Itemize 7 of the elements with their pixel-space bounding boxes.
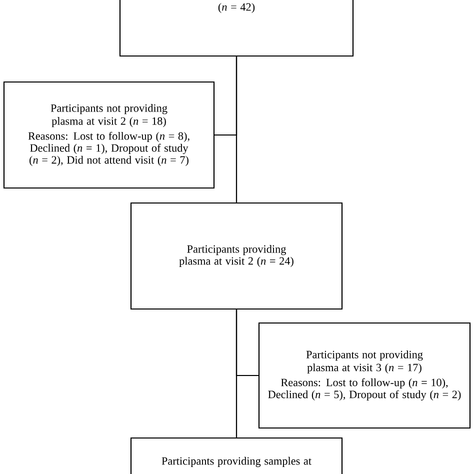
connector-line (236, 309, 259, 376)
process-box: Participants not providing plasma at visit 2 (n = 18) Reasons: Lost to follow-up (n = 8), Declined (n = 1), Dropout of study (n = 2), Did not attend visit (n = 7) (3, 81, 215, 189)
process-box: Participants providing samples at (130, 437, 343, 474)
connector-line (214, 56, 238, 136)
process-box: Participants providing plasma at visit 2 (n = 24) (130, 202, 343, 310)
process-box: (n = 42) (119, 0, 354, 57)
process-box: Participants not providing plasma at visit 3 (n = 17) Reasons: Lost to follow-up (n = 10), Declined (n = 5), Dropout of study (n = 2) (258, 322, 471, 429)
